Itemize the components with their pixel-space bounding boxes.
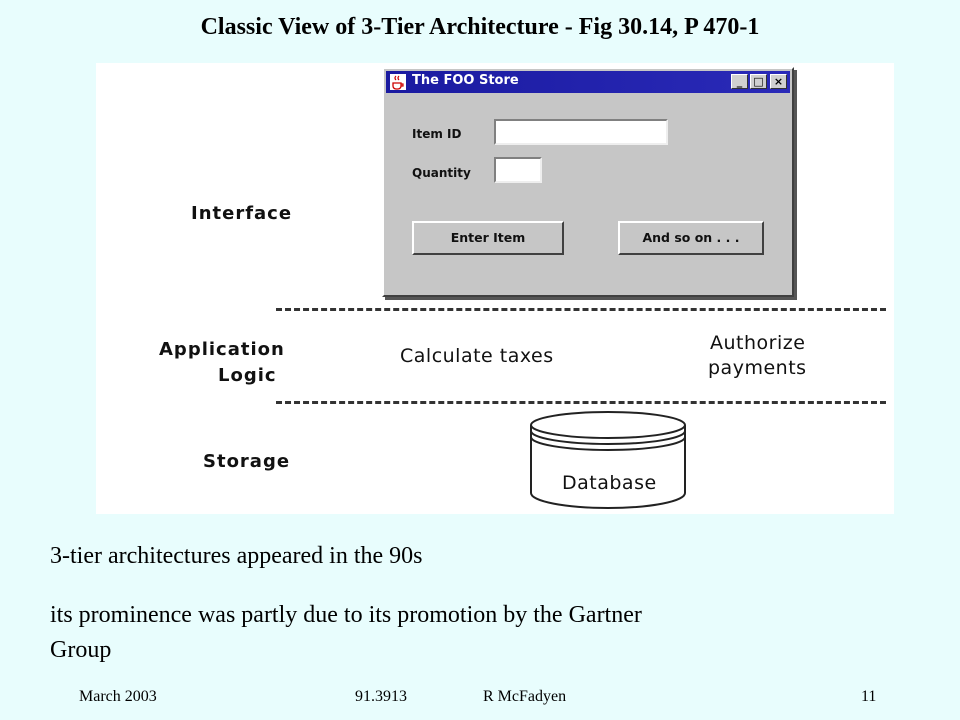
close-button[interactable]: ×: [770, 74, 787, 89]
footer-page-number: 11: [861, 688, 877, 705]
quantity-label: Quantity: [412, 166, 471, 180]
body-text-line1: 3-tier architectures appeared in the 90s: [50, 543, 423, 569]
tier-label-storage: Storage: [203, 451, 291, 472]
java-cup-icon: [390, 74, 406, 90]
tier-label-logic: Logic: [218, 365, 277, 386]
quantity-field[interactable]: [494, 157, 542, 183]
database-label: Database: [562, 472, 657, 494]
foo-store-window: The FOO Store _ □ × Item ID Quantity Ent…: [382, 67, 794, 297]
tier-label-application: Application: [159, 339, 285, 360]
enter-item-button[interactable]: Enter Item: [412, 221, 564, 255]
separator-interface-logic: [276, 308, 886, 311]
window-title: The FOO Store: [412, 73, 519, 88]
item-id-field[interactable]: [494, 119, 668, 145]
calculate-taxes-text: Calculate taxes: [400, 345, 554, 367]
minimize-button[interactable]: _: [731, 74, 748, 89]
database-cylinder-icon: [530, 411, 686, 509]
architecture-figure: Interface Application Logic Storage The …: [96, 63, 894, 514]
body-text-line3: Group: [50, 637, 112, 663]
slide-title: Classic View of 3-Tier Architecture - Fi…: [200, 14, 760, 40]
window-titlebar[interactable]: The FOO Store _ □ ×: [386, 71, 790, 93]
tier-label-interface: Interface: [191, 203, 293, 224]
footer-author: R McFadyen: [483, 688, 567, 705]
item-id-label: Item ID: [412, 127, 462, 141]
maximize-button[interactable]: □: [750, 74, 767, 89]
authorize-line1: Authorize: [710, 332, 806, 354]
authorize-line2: payments: [708, 357, 807, 379]
footer-course: 91.3913: [355, 688, 407, 705]
and-so-on-button[interactable]: And so on . . .: [618, 221, 764, 255]
footer-date: March 2003: [79, 688, 157, 705]
separator-logic-storage: [276, 401, 886, 404]
body-text-line2: its prominence was partly due to its pro…: [50, 602, 642, 628]
